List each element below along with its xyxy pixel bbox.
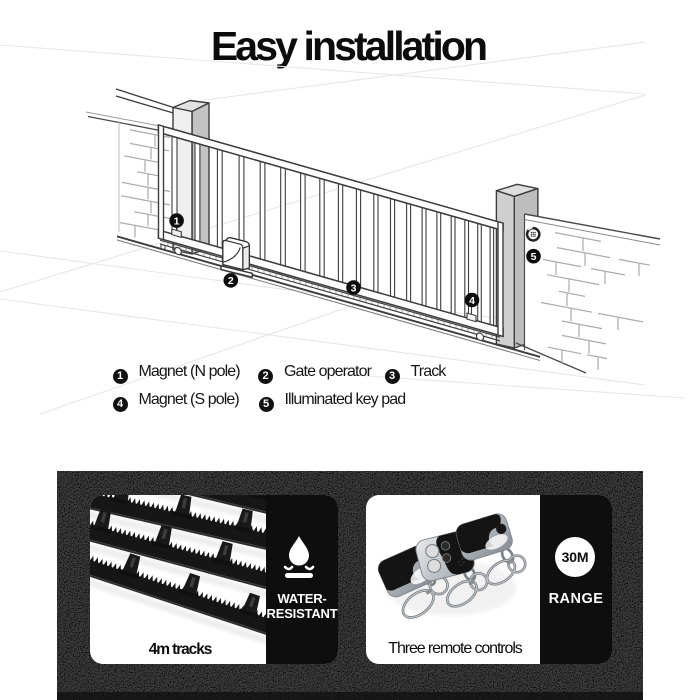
svg-text:3: 3 — [351, 282, 357, 294]
svg-text:4: 4 — [469, 295, 475, 307]
svg-text:1: 1 — [174, 215, 180, 227]
svg-text:5: 5 — [531, 251, 537, 263]
svg-text:2: 2 — [228, 275, 234, 287]
